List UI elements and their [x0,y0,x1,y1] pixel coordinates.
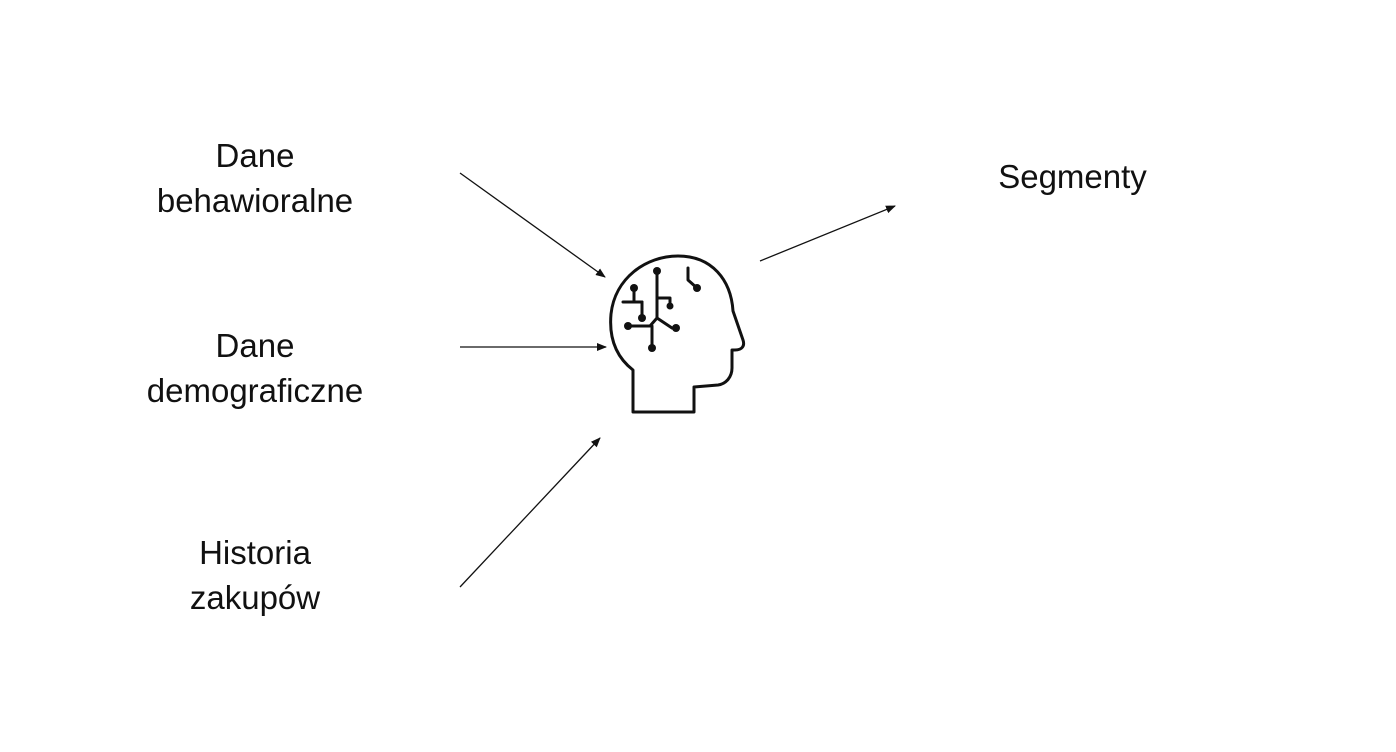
arrow-brain-to-segments [759,205,896,262]
output-label-segments: Segmenty [930,154,1215,199]
arrow-behavioral-to-brain [459,172,606,278]
input-label-behavioral: Dane behawioralne [95,133,415,223]
input-label-line2: demograficzne [146,372,364,409]
output-label-text: Segmenty [998,158,1147,195]
input-label-demographic: Dane demograficzne [95,323,415,413]
input-label-line1: Historia [199,534,311,571]
brain-circuit-nodes [624,267,701,352]
input-label-line2: zakupów [189,579,321,616]
brain-head-icon [609,254,746,414]
input-label-line1: Dane [215,137,295,174]
input-label-purchase-history: Historia zakupów [95,530,415,620]
input-label-line2: behawioralne [156,182,354,219]
arrow-purchase-to-brain [459,437,601,588]
input-label-line1: Dane [215,327,295,364]
